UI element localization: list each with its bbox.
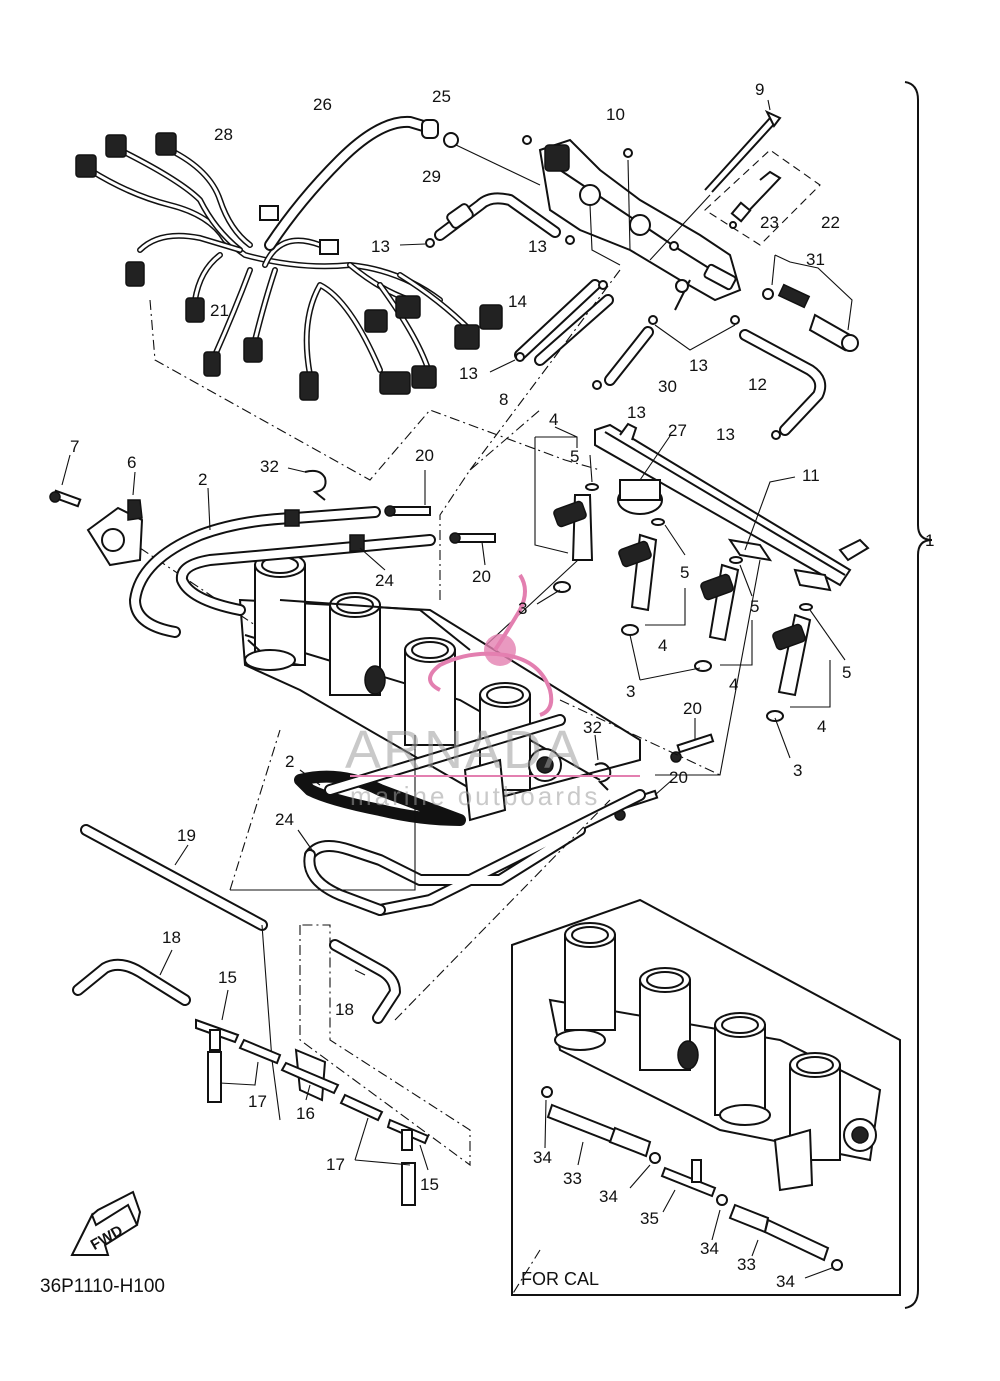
callout-24: 24 — [275, 810, 294, 829]
callout-24: 24 — [375, 571, 394, 590]
fuel-rail-top-bracket — [522, 135, 742, 302]
hose-26 — [264, 115, 459, 251]
callout-17: 17 — [326, 1155, 345, 1174]
callout-34: 34 — [533, 1148, 552, 1167]
callout-16: 16 — [296, 1104, 315, 1123]
callout-13: 13 — [627, 403, 646, 422]
callout-3: 3 — [518, 599, 527, 618]
watermark: ARNADA marine outboards — [345, 573, 640, 811]
callout-4: 4 — [658, 636, 667, 655]
throttle-position-sensor-6 — [49, 489, 144, 567]
fwd-arrow: FWD — [70, 1190, 142, 1256]
diagram-part-code: 36P1110-H100 — [40, 1276, 165, 1297]
callout-17: 17 — [248, 1092, 267, 1111]
callout-10: 10 — [606, 105, 625, 124]
callout-3: 3 — [626, 682, 635, 701]
callout-22: 22 — [821, 213, 840, 232]
assembly-bracket — [904, 81, 933, 1309]
callout-13: 13 — [689, 356, 708, 375]
callout-34: 34 — [599, 1187, 618, 1206]
callout-3: 3 — [793, 761, 802, 780]
callout-5: 5 — [680, 563, 689, 582]
callout-20: 20 — [669, 768, 688, 787]
callout-33: 33 — [737, 1255, 756, 1274]
callout-21: 21 — [210, 301, 229, 320]
callout-13: 13 — [459, 364, 478, 383]
callout-4: 4 — [549, 410, 558, 429]
callout-25: 25 — [432, 87, 451, 106]
clips-13 — [399, 235, 781, 440]
hose-29 — [434, 192, 561, 241]
callout-4: 4 — [729, 675, 738, 694]
wire-harness — [75, 132, 503, 401]
callout-6: 6 — [127, 453, 136, 472]
callout-33: 33 — [563, 1169, 582, 1188]
watermark-sub-text: marine outboards — [350, 781, 600, 811]
inset-caption: FOR CAL — [521, 1269, 599, 1289]
callout-15: 15 — [420, 1175, 439, 1194]
callout-20: 20 — [472, 567, 491, 586]
callout-32: 32 — [583, 718, 602, 737]
callout-30: 30 — [658, 377, 677, 396]
callout-18: 18 — [335, 1000, 354, 1019]
callout-29: 29 — [422, 167, 441, 186]
bolts-20 — [384, 505, 715, 821]
callout-32: 32 — [260, 457, 279, 476]
callout-26: 26 — [313, 95, 332, 114]
tee-fittings-15-16-17 — [195, 1018, 430, 1206]
callout-2: 2 — [198, 470, 207, 489]
callout-27: 27 — [668, 421, 687, 440]
callout-11: 11 — [802, 466, 820, 485]
callout-34: 34 — [776, 1272, 795, 1291]
callout-9: 9 — [755, 80, 764, 99]
part-31 — [762, 283, 859, 352]
callout-13: 13 — [371, 237, 390, 256]
for-cal-inset — [511, 898, 901, 1296]
throttle-body-assembly — [238, 552, 641, 822]
callout-14: 14 — [508, 292, 527, 311]
callout-31: 31 — [806, 250, 825, 269]
callout-19: 19 — [177, 826, 196, 845]
callout-15: 15 — [218, 968, 237, 987]
fuel-injectors-4 — [553, 483, 813, 697]
watermark-logo-hub — [484, 634, 516, 666]
callout-2: 2 — [285, 752, 294, 771]
callout-35: 35 — [640, 1209, 659, 1228]
callout-labels: 1 2 2 3 3 3 3 4 4 4 4 5 5 5 5 6 7 8 9 10… — [70, 80, 934, 1291]
callout-4: 4 — [817, 717, 826, 736]
callout-13: 13 — [528, 237, 547, 256]
watermark-main-text: ARNADA — [345, 720, 582, 780]
clip-32 — [304, 469, 327, 501]
callout-13: 13 — [716, 425, 735, 444]
callout-20: 20 — [415, 446, 434, 465]
callout-34: 34 — [700, 1239, 719, 1258]
callout-1: 1 — [925, 531, 934, 550]
bolt-9 — [704, 117, 777, 193]
callout-12: 12 — [748, 375, 767, 394]
fuel-rail-27 — [594, 422, 870, 592]
callout-20: 20 — [683, 699, 702, 718]
callout-28: 28 — [214, 125, 233, 144]
callout-5: 5 — [570, 447, 579, 466]
callout-5: 5 — [750, 597, 759, 616]
callout-7: 7 — [70, 437, 79, 456]
callout-5: 5 — [842, 663, 851, 682]
callout-18: 18 — [162, 928, 181, 947]
callout-23: 23 — [760, 213, 779, 232]
seals-3 — [553, 581, 784, 722]
callout-8: 8 — [499, 390, 508, 409]
